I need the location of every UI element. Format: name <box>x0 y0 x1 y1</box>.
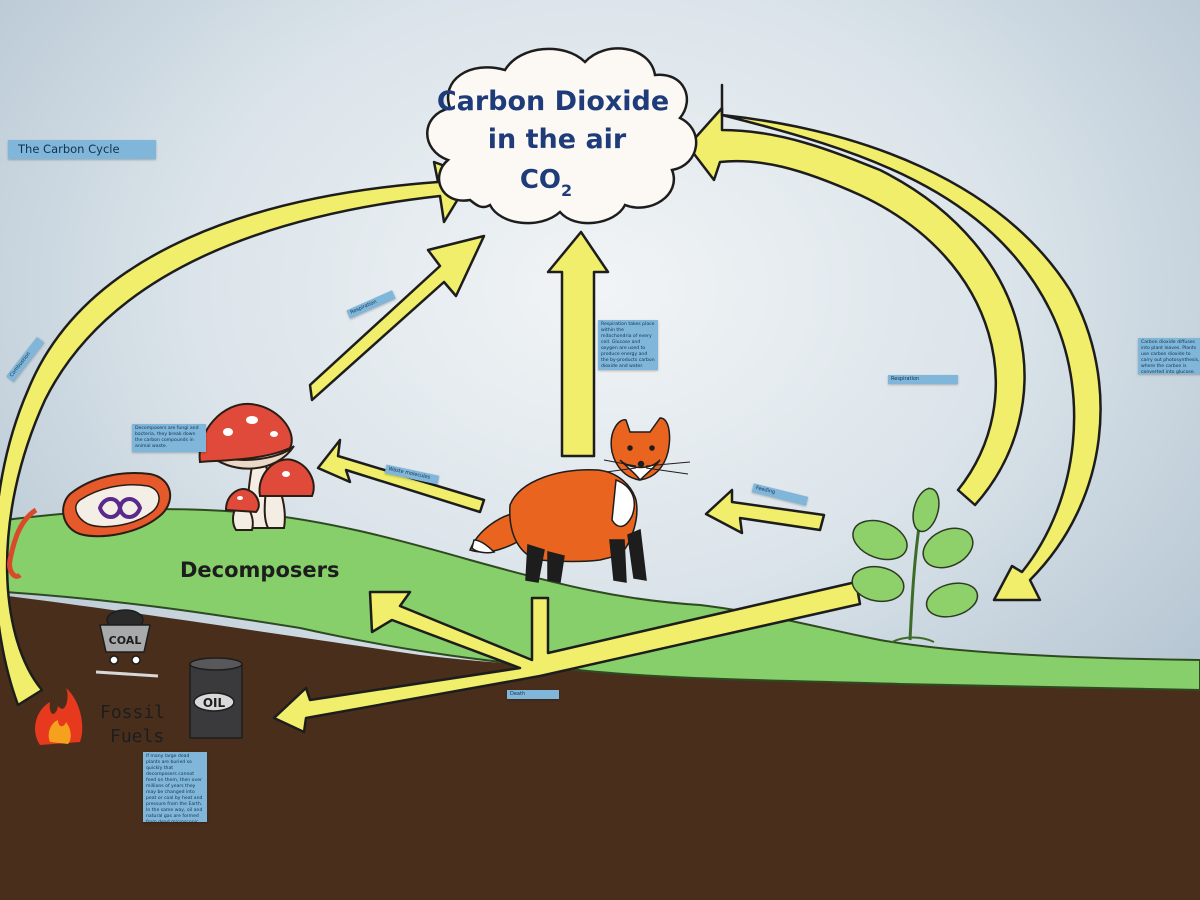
fossil-fuels-line-2: Fuels <box>110 726 164 747</box>
oil-barrel-top <box>189 657 243 671</box>
decomposers-heading: Decomposers <box>180 558 340 582</box>
fox-eye-left <box>627 445 633 451</box>
plant-leaf-3 <box>851 565 905 603</box>
oil-barrel-label-bg <box>193 692 235 712</box>
mushroom-cap-small <box>224 488 260 514</box>
arrow-combustion <box>0 160 474 707</box>
fox-tail-tip <box>471 539 496 554</box>
coal-label: COAL <box>109 634 142 647</box>
plant-base <box>891 636 935 643</box>
mushroom-cap-large <box>198 402 293 464</box>
fox-legs <box>525 528 647 583</box>
cloud-formula: CO2 <box>520 165 572 200</box>
co2-cloud <box>426 47 698 225</box>
mushroom-cap-right <box>258 458 315 497</box>
arrow-photosynthesis <box>720 83 1102 602</box>
carbon-cycle-title-label: The Carbon Cycle <box>8 140 156 159</box>
mushroom-stem-right <box>263 489 286 529</box>
cloud-line-2: in the air <box>488 124 627 155</box>
note-photosynthesis: Carbon dioxide diffuses into plant leave… <box>1138 338 1200 374</box>
plant-leaf-2 <box>922 527 974 569</box>
coal-cart-rail <box>95 670 159 678</box>
arrow-animal-respiration <box>546 230 610 458</box>
mushrooms <box>198 402 315 531</box>
fox-whiskers <box>603 459 691 475</box>
coal-cart-body <box>99 624 151 653</box>
seedling <box>851 487 979 643</box>
note-fossil-fuels: If many large dead plants are buried so … <box>143 752 207 822</box>
fox-nose <box>637 460 645 468</box>
label-death: Death <box>507 690 559 699</box>
cloud-formula-main: CO <box>520 165 561 195</box>
fox-eye-right <box>649 445 655 451</box>
coal-cart-wheel-right <box>131 655 141 665</box>
coal-cart-wheel-left <box>109 655 119 665</box>
arrow-decomposers-respiration <box>308 234 486 402</box>
fossil-fuels-line-1: Fossil <box>100 702 165 723</box>
bacterium-flagellum <box>7 507 38 579</box>
note-decomposers: Decomposers are fungi and bacteria, they… <box>132 424 206 452</box>
fox-chest <box>611 478 636 528</box>
fox <box>469 417 691 583</box>
plant-leaf-5 <box>912 487 940 533</box>
coal-cart: COAL <box>95 609 159 678</box>
arrow-feeding <box>704 488 826 535</box>
label-respiration-right: Respiration <box>888 375 958 384</box>
bacterium-dna <box>97 497 143 519</box>
bacterium <box>7 472 171 579</box>
grass-hill <box>4 508 1200 692</box>
note-respiration: Respiration takes place within the mitoc… <box>598 320 658 370</box>
plant-leaf-4 <box>925 582 979 618</box>
cloud-formula-sub: 2 <box>561 181 572 200</box>
oil-label: OIL <box>203 696 226 710</box>
fire-icon <box>35 688 83 745</box>
fox-face-white <box>619 459 661 482</box>
plant-leaf-1 <box>852 519 908 561</box>
arrow-death <box>272 580 862 734</box>
oil-barrel: OIL <box>189 657 243 739</box>
cloud-line-1: Carbon Dioxide <box>437 86 669 117</box>
